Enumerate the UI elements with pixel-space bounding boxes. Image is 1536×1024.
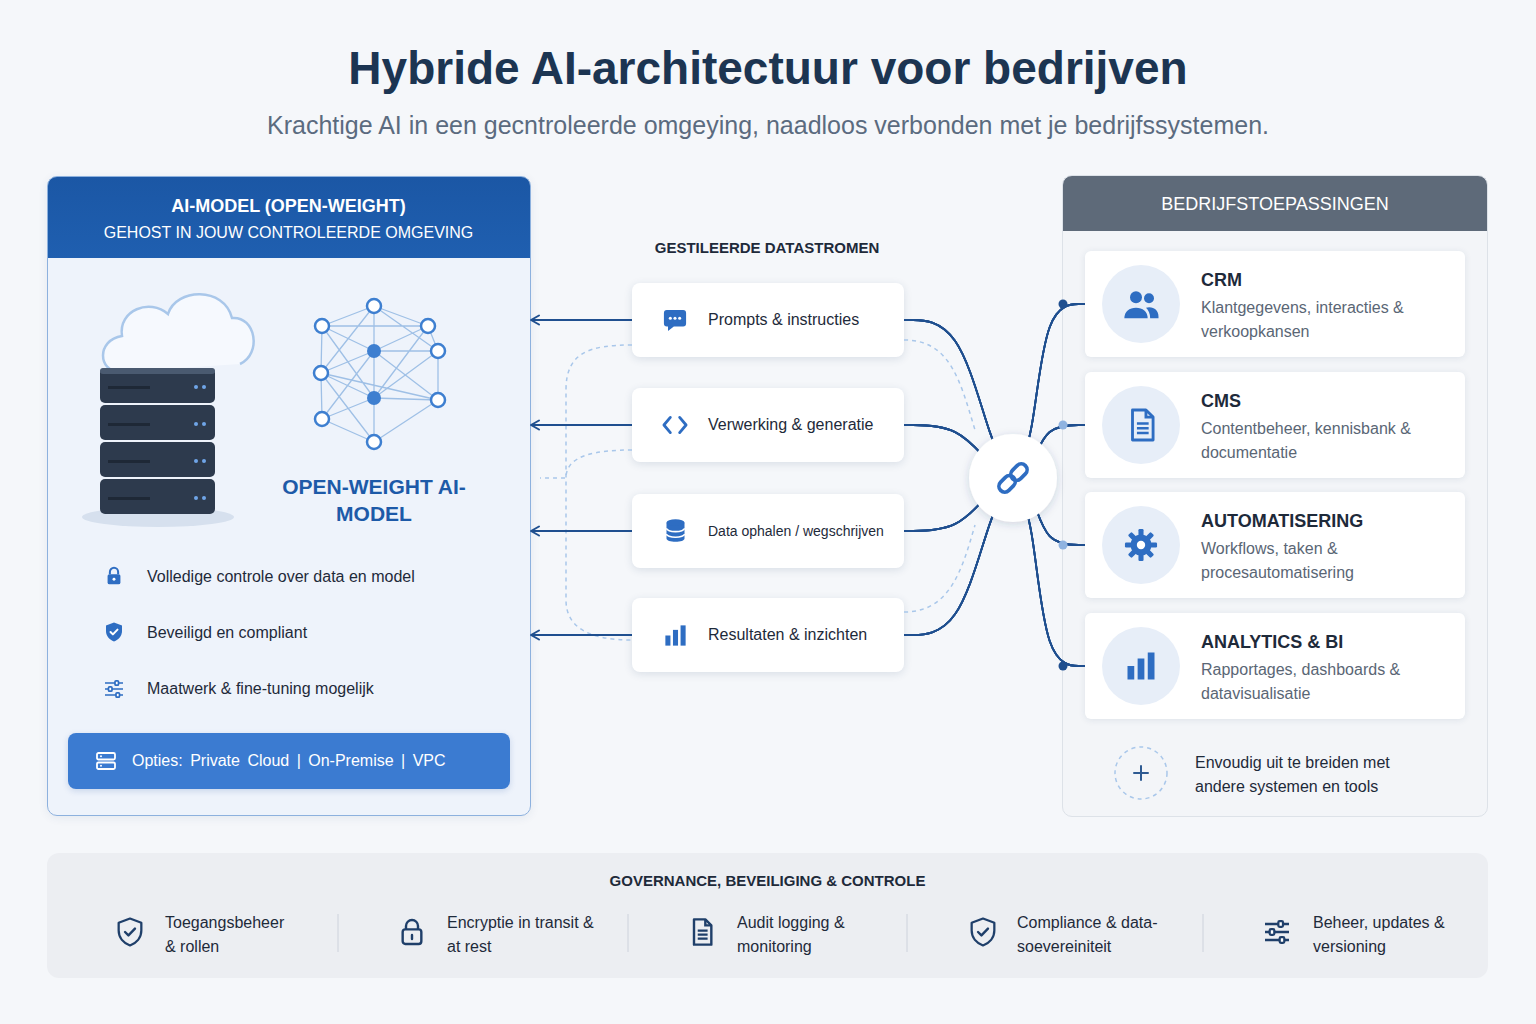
flow-arrow <box>531 319 632 321</box>
governance-item: Compliance & data- soevereiniteit <box>1017 911 1167 959</box>
app-description: Rapportages, dashboards & datavisualisat… <box>1201 658 1413 706</box>
subtitle: Krachtige AI in een gecntroleerde omgeyi… <box>0 109 1536 141</box>
flow-arrow <box>531 634 632 636</box>
data-connector <box>904 425 1085 635</box>
flow-text: Verwerking & generatie <box>708 414 900 436</box>
data-connector <box>904 425 1085 666</box>
data-connector <box>904 484 1085 666</box>
data-connector <box>904 304 1085 467</box>
panel-subheading: GEHOST IN JOUW CONTROLEERDE OMGEVING <box>48 222 529 244</box>
application-card: ANALYTICS & BI Rapportages, dashboards & … <box>1085 613 1465 719</box>
application-card: CRM Klantgegevens, interacties & verkoopk… <box>1085 251 1465 357</box>
panel-heading: AI-MODEL (OPEN-WEIGHT) <box>48 194 529 218</box>
flow-text: Prompts & instructies <box>708 309 900 331</box>
data-connector <box>904 485 1085 635</box>
dashed-flow-line <box>540 340 975 640</box>
flow-card: Verwerking & generatie <box>632 388 904 462</box>
app-heading: AUTOMATISERING <box>1201 509 1451 533</box>
model-label: OPEN-WEIGHT AI-MODEL <box>274 473 474 527</box>
app-description: Contentbeheer, kennisbank & documentatie <box>1201 417 1413 465</box>
governance-item: Encryptie in transit & at rest <box>447 911 607 959</box>
flow-arrow <box>531 530 632 532</box>
data-connector <box>904 425 1085 545</box>
flow-card: Prompts & instructies <box>632 283 904 357</box>
governance-item: Beheer, updates & versioning <box>1313 911 1445 959</box>
panel-heading: BEDRIJFSTOEPASSINGEN <box>1063 193 1487 215</box>
flow-arrow <box>531 424 632 426</box>
dashed-flow-line <box>540 450 632 478</box>
options-text: Opties: Private Cloud | On-Premise | VPC <box>132 750 502 772</box>
feature-text: Beveiligd en compliant <box>147 622 507 644</box>
governance-band: GOVERNANCE, BEVEILIGING & CONTROLE Toegan… <box>47 853 1488 978</box>
dashed-flow-line <box>904 525 975 612</box>
app-heading: CMS <box>1201 389 1451 413</box>
diagram-title: Hybride AI-architectuur voor bedrijven <box>0 40 1536 96</box>
flow-card: Data ophalen / wegschrijven <box>632 494 904 568</box>
data-connector <box>904 320 1085 472</box>
application-card: AUTOMATISERING Workflows, taken & procesa… <box>1085 492 1465 598</box>
options-bar: Opties: Private Cloud | On-Premise | VPC <box>68 733 510 789</box>
app-description: Klantgegevens, interacties & verkoopkans… <box>1201 296 1413 344</box>
application-card: CMS Contentbeheer, kennisbank & documenta… <box>1085 372 1465 478</box>
dashed-flow-line <box>904 340 975 430</box>
app-heading: CRM <box>1201 268 1451 292</box>
extension-note: Envoudig uit te breiden met andere syste… <box>1195 751 1430 799</box>
feature-text: Volledige controle over data en model <box>147 566 507 588</box>
link-hub <box>969 434 1057 522</box>
governance-item: Toegangsbeheer & rollen <box>165 911 289 959</box>
data-connector <box>904 320 1085 666</box>
applications-panel: BEDRIJFSTOEPASSINGEN Envoudig uit te brei… <box>1062 175 1488 817</box>
data-connector <box>904 304 1085 635</box>
data-connector <box>904 320 1085 545</box>
app-description: Workflows, taken & procesautomatisering <box>1201 537 1413 585</box>
data-connector <box>904 304 1085 531</box>
link-hub <box>969 434 1057 522</box>
app-heading: ANALYTICS & BI <box>1201 630 1451 654</box>
flow-text: Resultaten & inzichten <box>708 624 900 646</box>
link-hub <box>997 462 1030 495</box>
data-connector <box>904 425 1085 531</box>
flow-card: Resultaten & inzichten <box>632 598 904 672</box>
dashed-flow-line <box>566 345 632 640</box>
section-label: GESTILEERDE DATASTROMEN <box>567 238 967 258</box>
feature-text: Maatwerk & fine-tuning mogelijk <box>147 678 507 700</box>
flow-icon <box>664 310 686 646</box>
band-heading: GOVERNANCE, BEVEILIGING & CONTROLE <box>47 871 1488 891</box>
governance-item: Audit logging & monitoring <box>737 911 859 959</box>
data-connector <box>904 425 1085 474</box>
data-connector <box>904 304 1085 472</box>
data-connector <box>904 489 1085 666</box>
model-panel: AI-MODEL (OPEN-WEIGHT) GEHOST IN JOUW CON… <box>47 176 531 816</box>
flow-text: Data ophalen / wegschrijven <box>708 521 904 541</box>
data-connector <box>904 482 1085 545</box>
